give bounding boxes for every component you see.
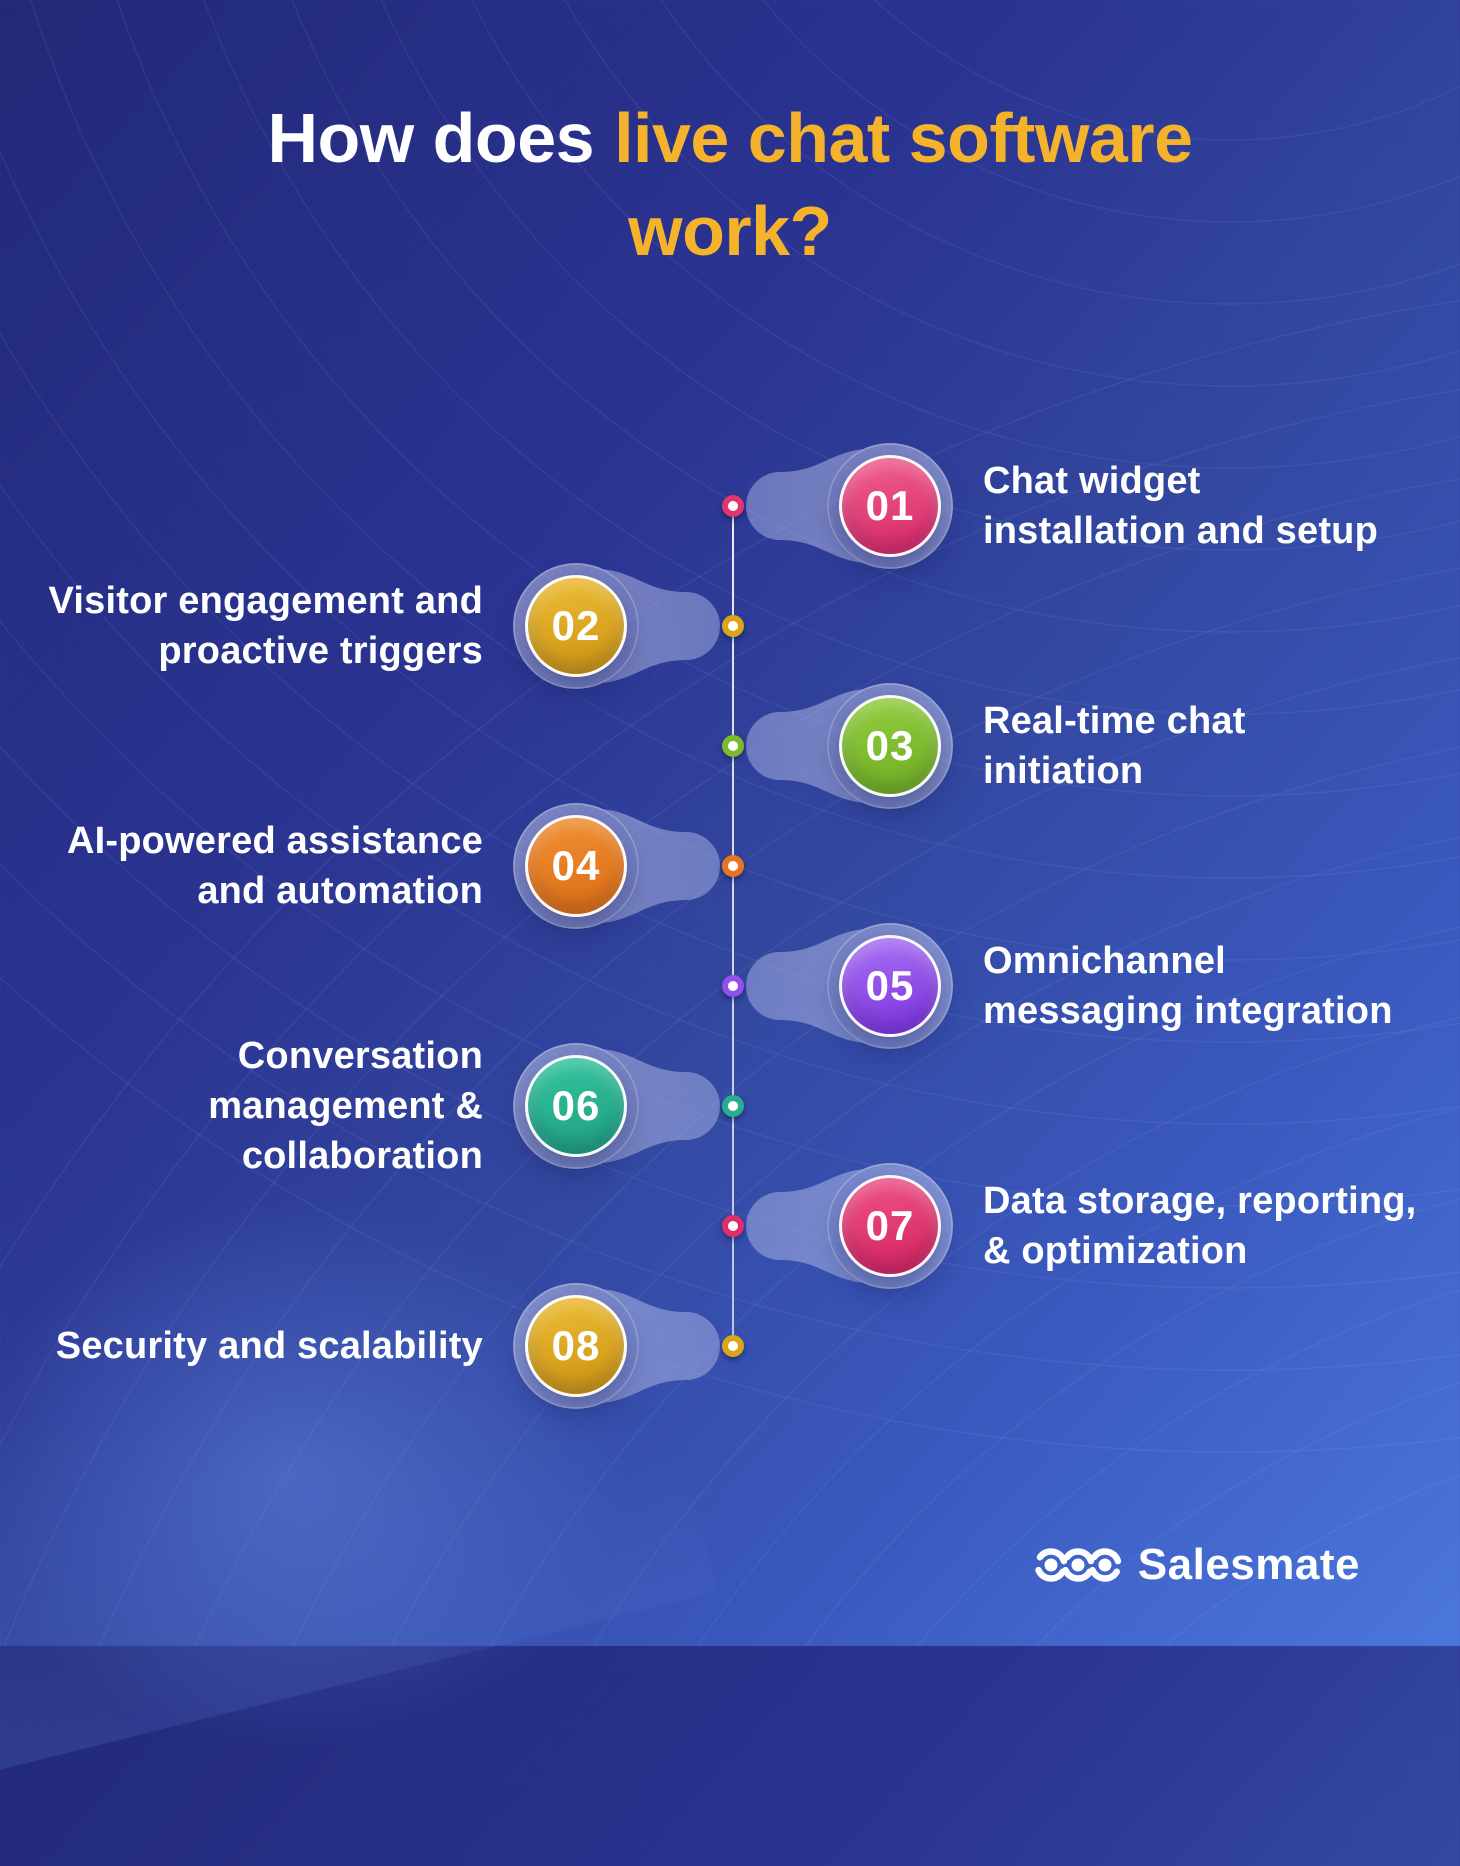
background-arcs	[0, 0, 1460, 1646]
step-label: Data storage, reporting, & optimization	[983, 1176, 1453, 1276]
salesmate-logo-icon	[1034, 1548, 1122, 1582]
step-label-line: proactive triggers	[158, 630, 483, 672]
step-number: 03	[865, 722, 915, 769]
timeline-dot	[722, 735, 744, 757]
step-label: Chat widget installation and setup	[983, 456, 1453, 556]
timeline-dot	[722, 615, 744, 637]
step-label-line: and automation	[197, 870, 483, 912]
step-label-line: Visitor engagement and	[48, 580, 483, 622]
step-label-line: messaging integration	[983, 990, 1393, 1032]
step-number: 04	[551, 842, 601, 889]
step-label-line: AI-powered assistance	[66, 820, 483, 862]
step-label-line: management &	[208, 1085, 483, 1127]
timeline-dot	[722, 1335, 744, 1357]
step-number-badge: 04	[525, 815, 627, 917]
title-line-2: work?	[628, 192, 832, 270]
step-label-line: collaboration	[241, 1135, 483, 1177]
step-label-line: Omnichannel	[983, 940, 1226, 982]
brand-logo: Salesmate	[1034, 1540, 1360, 1590]
timeline-dot	[722, 975, 744, 997]
step-number: 08	[551, 1322, 601, 1369]
step-label: AI-powered assistance and automation	[13, 816, 483, 916]
step-number-badge: 05	[839, 935, 941, 1037]
title-highlight: live chat software	[614, 99, 1193, 177]
step-label-line: installation and setup	[983, 510, 1378, 552]
step-label: Security and scalability	[13, 1321, 483, 1371]
step-number-badge: 08	[525, 1295, 627, 1397]
step-number: 02	[551, 602, 601, 649]
timeline-line	[732, 506, 734, 1346]
step-label: Conversation management & collaboration	[13, 1031, 483, 1181]
title-prefix: How does	[267, 99, 595, 177]
step-number-badge: 03	[839, 695, 941, 797]
timeline-dot	[722, 855, 744, 877]
step-label-line: Real-time chat	[983, 700, 1246, 742]
step-label-line: Security and scalability	[55, 1325, 483, 1367]
step-number: 06	[551, 1082, 601, 1129]
step-number-badge: 06	[525, 1055, 627, 1157]
step-label-line: initiation	[983, 750, 1144, 792]
step-number-badge: 01	[839, 455, 941, 557]
brand-name: Salesmate	[1137, 1540, 1360, 1589]
step-number-badge: 07	[839, 1175, 941, 1277]
step-label: Omnichannel messaging integration	[983, 936, 1453, 1036]
step-label: Visitor engagement and proactive trigger…	[13, 576, 483, 676]
step-number: 05	[865, 962, 915, 1009]
timeline-dot	[722, 1215, 744, 1237]
step-label-line: Data storage, reporting,	[983, 1180, 1417, 1222]
step-label-line: & optimization	[983, 1230, 1248, 1272]
step-number: 07	[865, 1202, 915, 1249]
step-label-line: Chat widget	[983, 460, 1201, 502]
step-number: 01	[865, 482, 915, 529]
step-label: Real-time chat initiation	[983, 696, 1453, 796]
step-label-line: Conversation	[237, 1035, 483, 1077]
timeline-dot	[722, 1095, 744, 1117]
timeline-dot	[722, 495, 744, 517]
step-number-badge: 02	[525, 575, 627, 677]
